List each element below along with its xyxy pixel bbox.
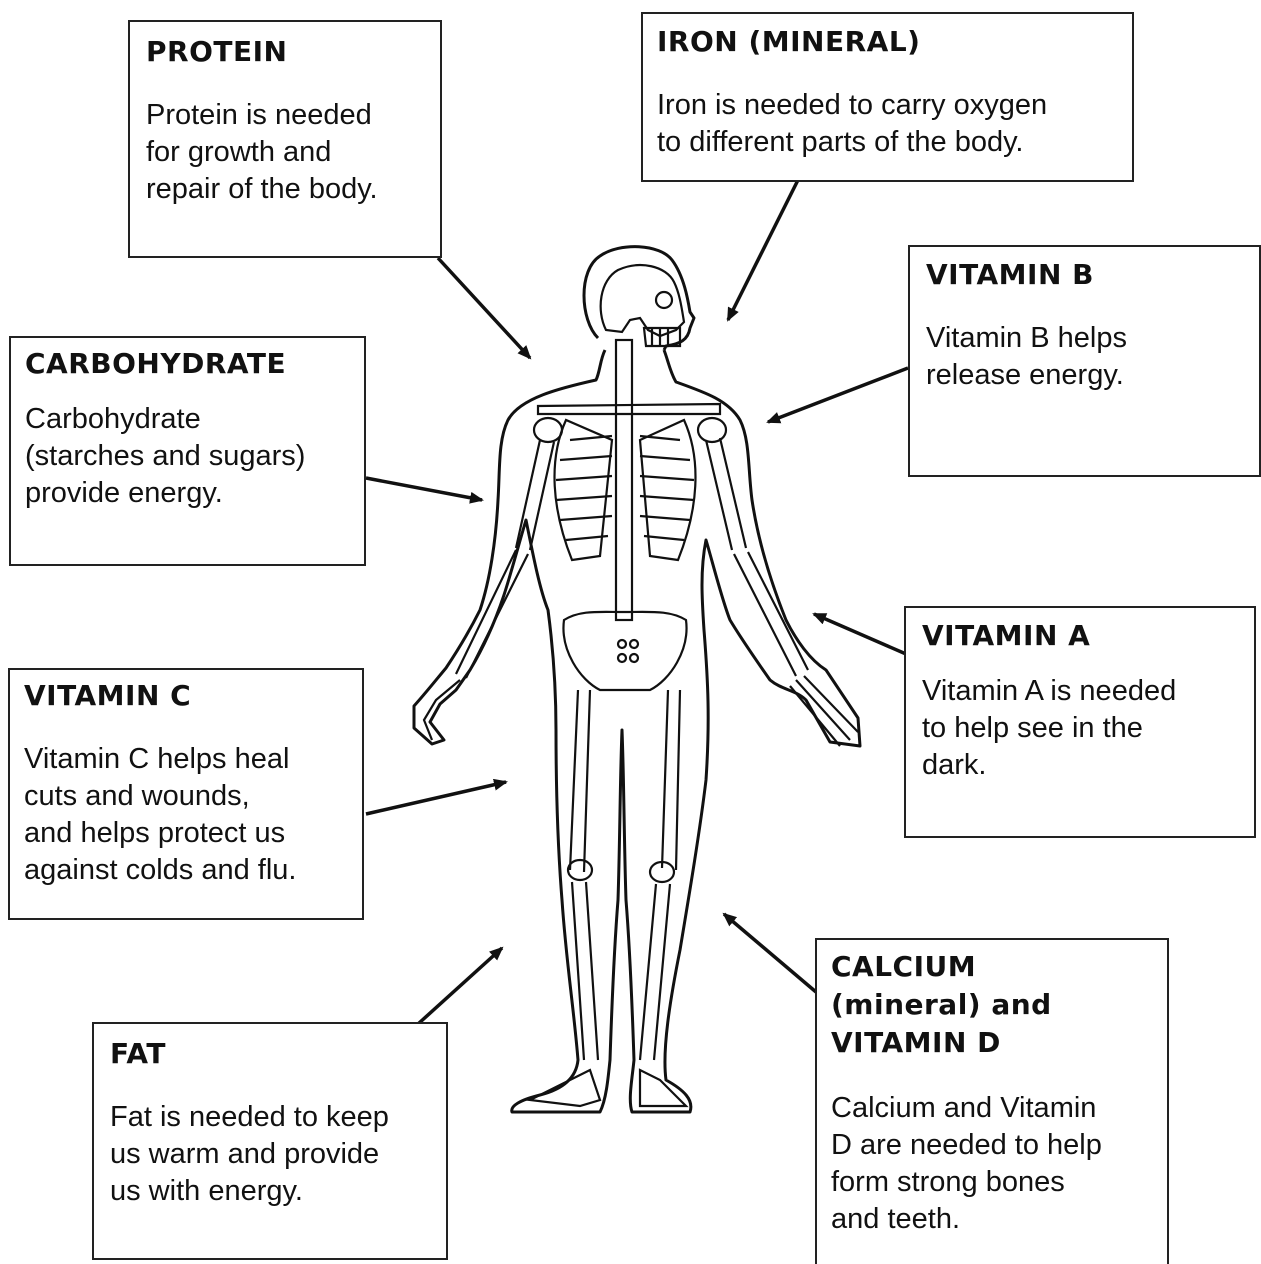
vitamin-c-box: VITAMIN C Vitamin C helps heal cuts and … xyxy=(8,668,364,920)
iron-text: Iron is needed to carry oxygen to differ… xyxy=(657,87,1118,161)
calcium-title: CALCIUM (mineral) and VITAMIN D xyxy=(831,948,1153,1062)
protein-title: PROTEIN xyxy=(146,34,424,69)
pointer-arrows xyxy=(366,180,908,1024)
arrow-protein xyxy=(438,258,530,358)
fat-box: FAT Fat is needed to keep us warm and pr… xyxy=(92,1022,448,1260)
fat-text: Fat is needed to keep us warm and provid… xyxy=(110,1099,430,1210)
arrow-fat xyxy=(418,948,502,1024)
arrow-vitamin-c xyxy=(366,782,506,814)
protein-text: Protein is needed for growth and repair … xyxy=(146,97,424,208)
vitamin-c-title: VITAMIN C xyxy=(24,678,348,713)
iron-box: IRON (MINERAL) Iron is needed to carry o… xyxy=(641,12,1134,182)
fat-title: FAT xyxy=(110,1036,430,1071)
carbohydrate-box: CARBOHYDRATE Carbohydrate (starches and … xyxy=(9,336,366,566)
arrow-calcium xyxy=(724,914,816,992)
carbohydrate-title: CARBOHYDRATE xyxy=(25,346,350,381)
calcium-text: Calcium and Vitamin D are needed to help… xyxy=(831,1090,1153,1238)
arrow-vitamin-a xyxy=(814,614,906,654)
carbohydrate-text: Carbohydrate (starches and sugars) provi… xyxy=(25,401,350,512)
vitamin-b-title: VITAMIN B xyxy=(926,257,1243,292)
skeleton xyxy=(424,265,858,1106)
vitamin-a-title: VITAMIN A xyxy=(922,618,1238,653)
vitamin-c-text: Vitamin C helps heal cuts and wounds, an… xyxy=(24,741,348,889)
vitamin-a-box: VITAMIN A Vitamin A is needed to help se… xyxy=(904,606,1256,838)
calcium-vitamin-d-box: CALCIUM (mineral) and VITAMIN D Calcium … xyxy=(815,938,1169,1264)
vitamin-b-text: Vitamin B helps release energy. xyxy=(926,320,1243,394)
iron-title: IRON (MINERAL) xyxy=(657,24,1118,59)
vitamin-a-text: Vitamin A is needed to help see in the d… xyxy=(922,673,1238,784)
arrow-vitamin-b xyxy=(768,368,908,422)
arrow-iron xyxy=(728,180,798,320)
vitamin-b-box: VITAMIN B Vitamin B helps release energy… xyxy=(908,245,1261,477)
protein-box: PROTEIN Protein is needed for growth and… xyxy=(128,20,442,258)
arrow-carbohydrate xyxy=(366,478,482,500)
body-outline xyxy=(414,247,860,1112)
